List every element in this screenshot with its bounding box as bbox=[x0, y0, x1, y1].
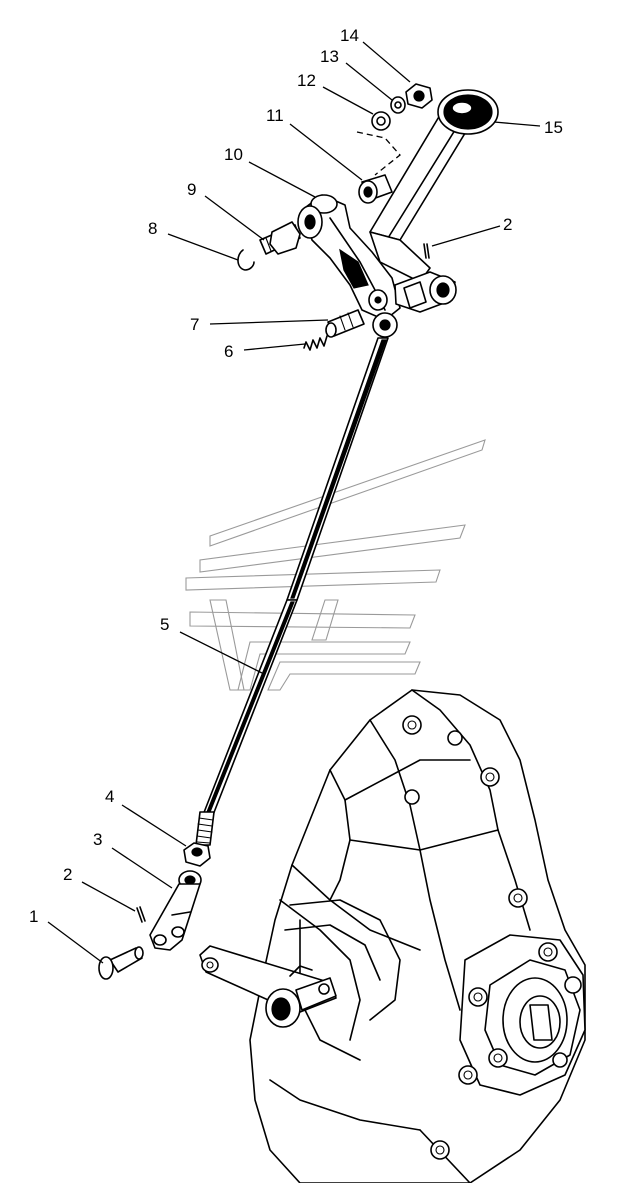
shift-lever-handle bbox=[369, 114, 471, 283]
callout-7: 7 bbox=[190, 315, 199, 334]
callout-2-lower: 2 bbox=[63, 865, 72, 884]
leader-lines bbox=[47, 41, 541, 964]
callout-11: 11 bbox=[266, 106, 284, 125]
callout-4: 4 bbox=[105, 787, 114, 806]
retaining-ring bbox=[237, 249, 255, 271]
clevis-yoke bbox=[149, 870, 202, 951]
selector-lever-arm bbox=[199, 945, 337, 1028]
shift-lever-bracket bbox=[297, 194, 401, 321]
pivot-bushing bbox=[358, 174, 393, 204]
detent-spring bbox=[303, 335, 328, 351]
callout-13: 13 bbox=[320, 47, 339, 66]
cotter-pin bbox=[136, 906, 146, 923]
callout-14: 14 bbox=[340, 26, 359, 45]
assembly-line bbox=[356, 131, 401, 176]
callout-9: 9 bbox=[187, 180, 196, 199]
housing-bolt bbox=[430, 1140, 450, 1160]
callout-6: 6 bbox=[224, 342, 233, 361]
detent-plunger bbox=[325, 309, 365, 338]
callout-15: 15 bbox=[544, 118, 563, 137]
threaded-stud bbox=[259, 221, 301, 255]
callout-2-upper: 2 bbox=[503, 215, 512, 234]
output-flange bbox=[458, 934, 586, 1096]
housing-bolt bbox=[402, 715, 422, 735]
callout-8: 8 bbox=[148, 219, 157, 238]
callout-3: 3 bbox=[93, 830, 102, 849]
gearbox-housing bbox=[249, 689, 586, 1183]
lock-washer bbox=[390, 96, 406, 114]
shift-knob bbox=[437, 89, 499, 135]
pivot-yoke bbox=[368, 271, 457, 338]
housing-bolt bbox=[508, 888, 528, 908]
callout-12: 12 bbox=[297, 71, 316, 90]
callout-5: 5 bbox=[160, 615, 169, 634]
callout-10: 10 bbox=[224, 145, 243, 164]
callout-1: 1 bbox=[29, 907, 38, 926]
cotter-pin-upper bbox=[423, 243, 430, 259]
housing-bolt bbox=[480, 767, 500, 787]
clevis-pin bbox=[98, 946, 144, 980]
hex-nut bbox=[405, 83, 433, 109]
callout-labels: 1 2 3 4 5 6 7 8 9 10 11 12 13 14 15 2 bbox=[29, 26, 563, 926]
linkage-rod bbox=[195, 337, 389, 846]
flat-washer bbox=[371, 111, 391, 131]
watermark-logo bbox=[185, 439, 486, 691]
housing-bolt bbox=[447, 730, 463, 746]
housing-bolt bbox=[404, 789, 420, 805]
jam-nut bbox=[183, 842, 211, 867]
